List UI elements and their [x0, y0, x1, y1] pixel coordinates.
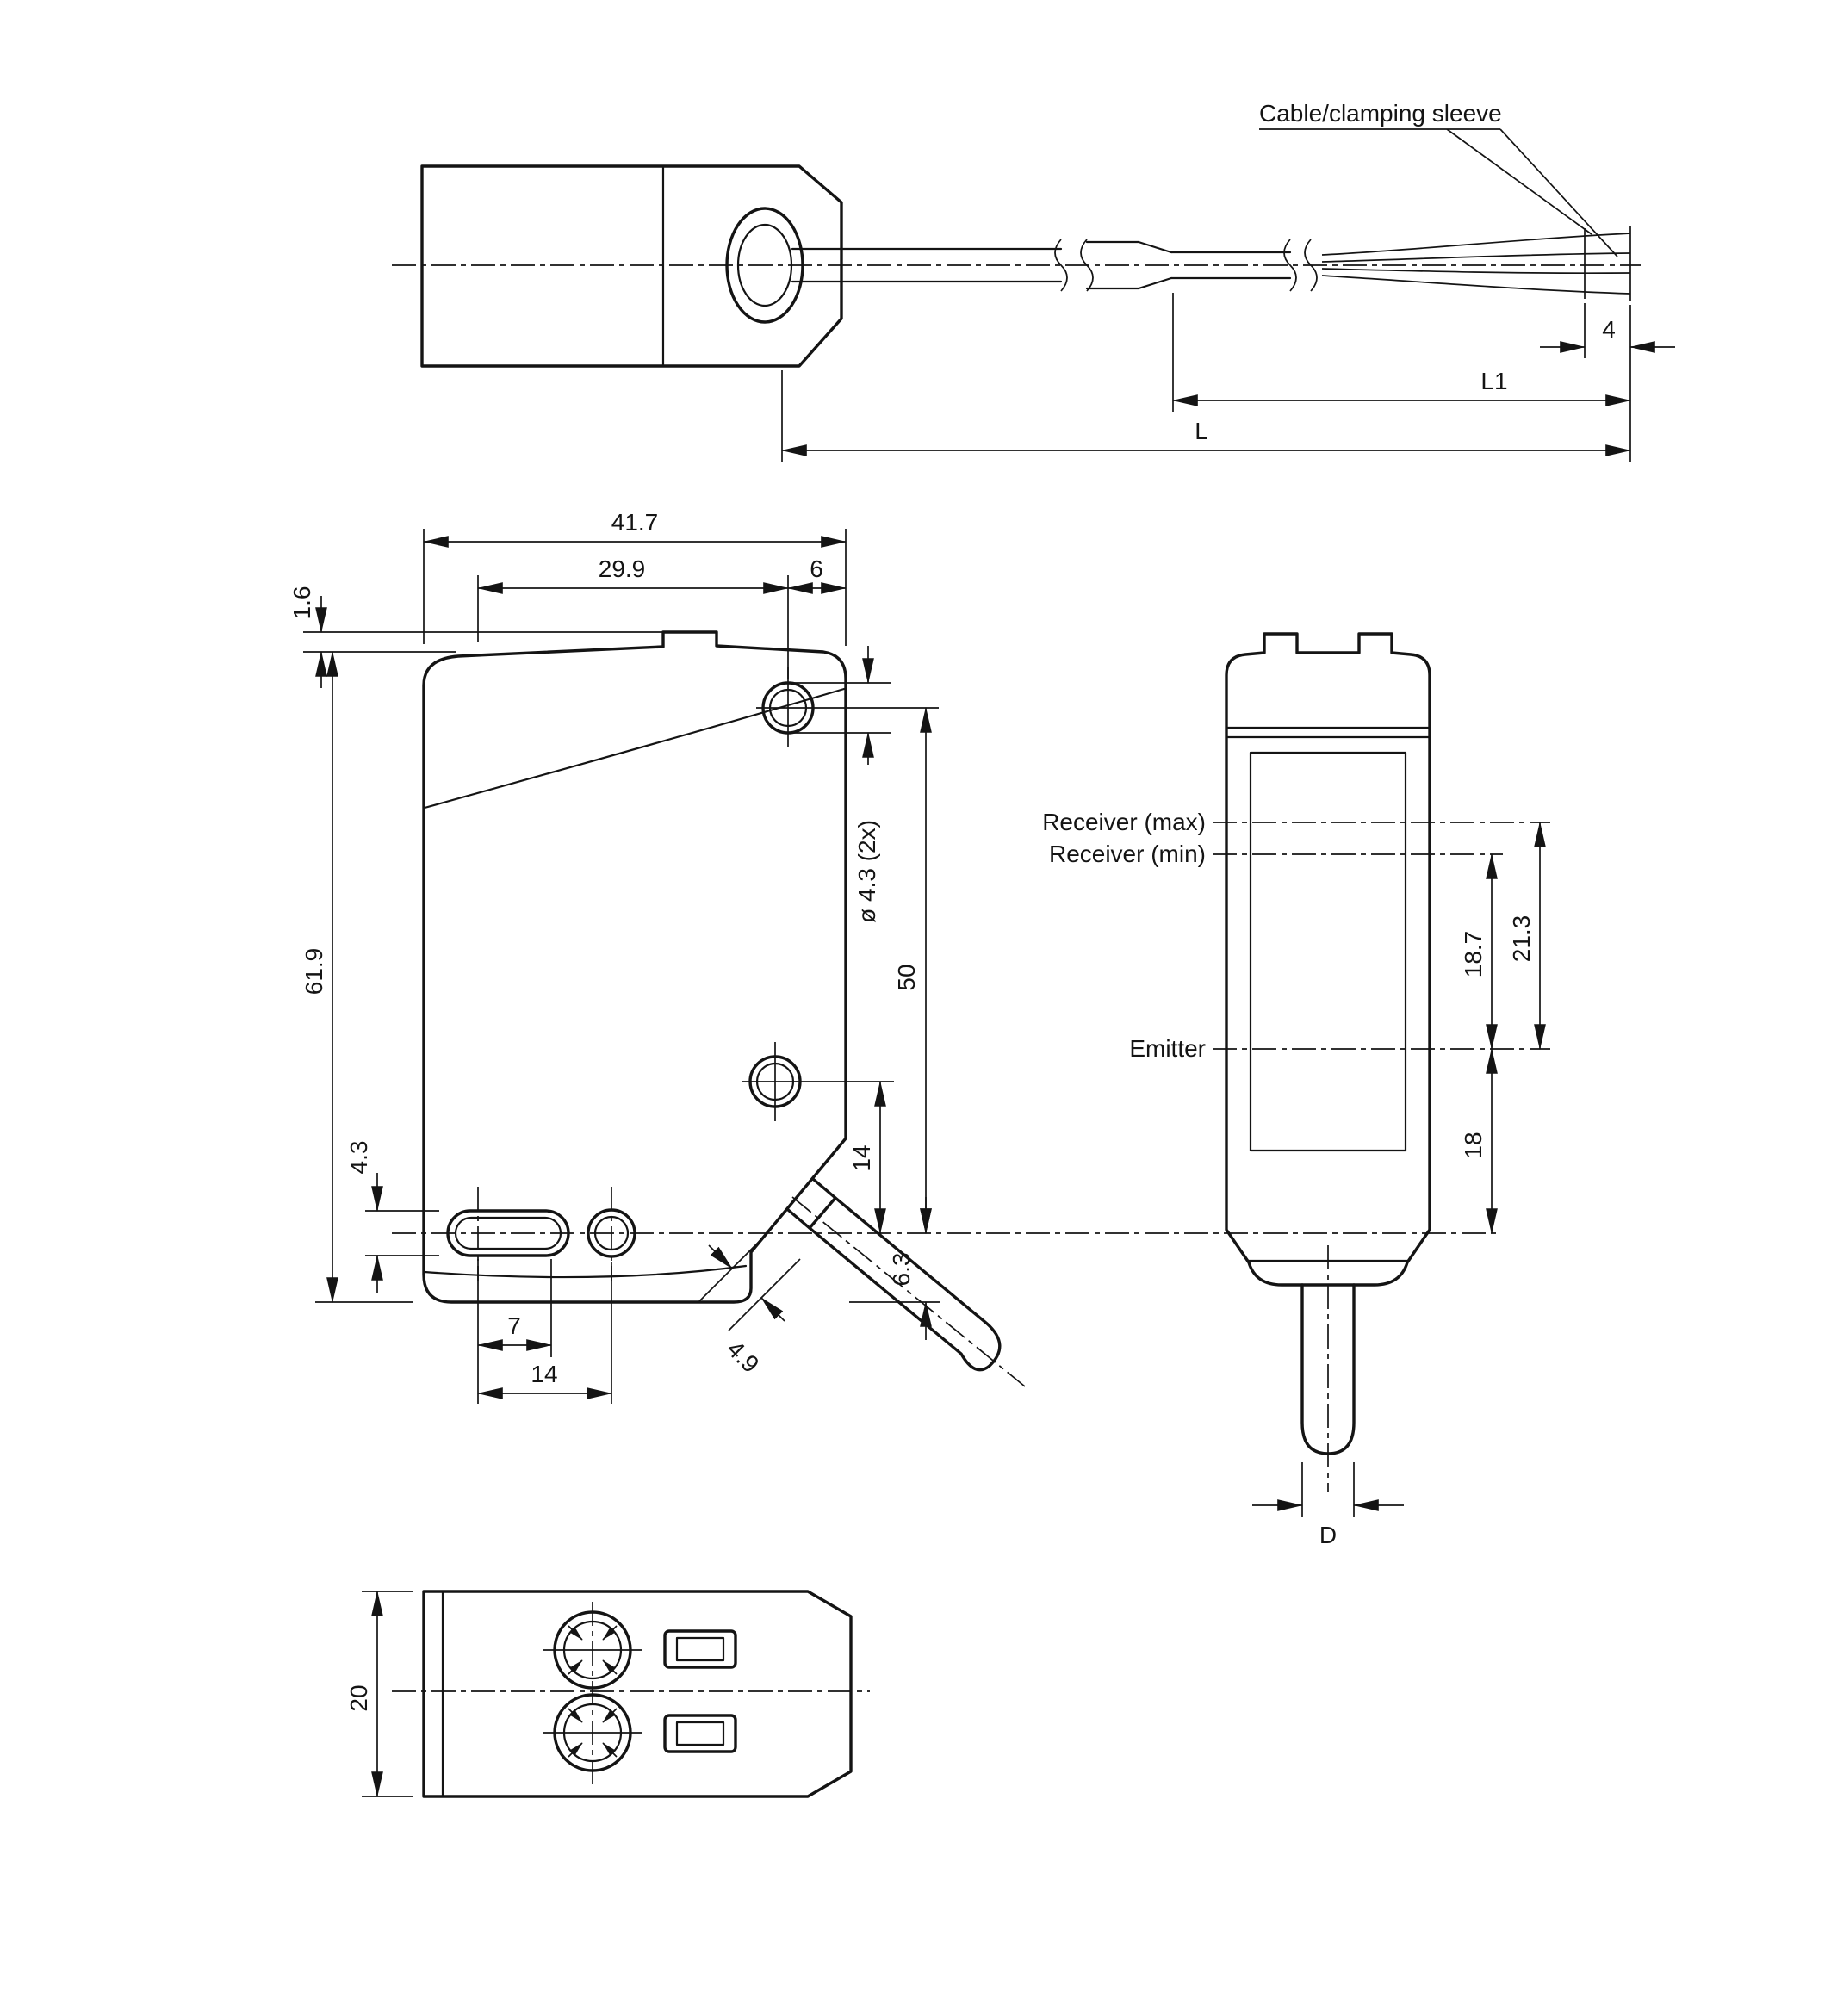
- adjuster-2-knurl-sw: [568, 1742, 583, 1758]
- dim63-label: 6.3: [888, 1253, 915, 1287]
- receiver-max-label: Receiver (max): [1042, 809, 1206, 835]
- cable-segment-2: [1170, 251, 1292, 280]
- dim50-label: 50: [893, 964, 920, 990]
- dim6-label: 6: [810, 555, 823, 582]
- strain-relief-sleeve: [1085, 240, 1173, 290]
- dim14r-label: 14: [848, 1144, 875, 1171]
- dim7-label: 7: [507, 1312, 521, 1339]
- side-window: [1249, 751, 1407, 1152]
- dim619-label: 61.9: [301, 948, 327, 996]
- adjuster-2-knurl-nw: [568, 1708, 583, 1723]
- bottom-body-outline: [422, 1590, 853, 1798]
- dimhole-label: ø 4.3 (2x): [853, 820, 880, 923]
- dimD-label: D: [1319, 1522, 1337, 1548]
- front-cable: [808, 1196, 1002, 1372]
- dim18-label: 18: [1460, 1132, 1487, 1158]
- top-view-body-outline: [420, 164, 843, 368]
- slot-2-inner: [675, 1721, 725, 1746]
- cable-sleeve-label: Cable/clamping sleeve: [1259, 100, 1502, 127]
- dimL-label: L: [1195, 418, 1208, 444]
- front-body-outline: [422, 630, 847, 1304]
- wire-3: [1321, 268, 1631, 275]
- clamping-sleeve-marks: [1584, 226, 1631, 301]
- slot-1-outer: [663, 1629, 737, 1669]
- cable-break-2b: [1304, 239, 1318, 292]
- dim49-arrow-2: [760, 1297, 785, 1322]
- hole-bottom-crosshair: [742, 1042, 894, 1121]
- dimhole-extensions: [792, 682, 891, 734]
- adjuster-2-knurl-se: [602, 1742, 618, 1758]
- cable-break-2a: [1283, 239, 1297, 292]
- indicator-centerlines: [477, 1187, 612, 1281]
- bottom-view: 20: [345, 1590, 870, 1798]
- dim299-label: 29.9: [599, 555, 646, 582]
- cable-gland-inner: [736, 223, 793, 307]
- adjuster-1-knurl-ne: [602, 1625, 618, 1641]
- cable-sleeve-leader: [1259, 128, 1618, 257]
- dim43-label: 4.3: [345, 1141, 372, 1175]
- dim417-label: 41.7: [611, 509, 659, 536]
- dim16-label: 1.6: [289, 586, 315, 620]
- adjuster-1-knurl-se: [602, 1659, 618, 1675]
- front-base-edge: [423, 1264, 748, 1279]
- side-body-outline: [1225, 632, 1431, 1287]
- receiver-min-label: Receiver (min): [1049, 841, 1206, 867]
- cable-gland-outer: [725, 207, 804, 324]
- top-view: Cable/clamping sleeve 4 L1 L: [392, 100, 1675, 462]
- dim417-extensions: [423, 529, 847, 646]
- dim213-label: 21.3: [1508, 915, 1535, 963]
- adjuster-1-knurl-sw: [568, 1659, 583, 1675]
- dim20-extensions: [362, 1591, 413, 1797]
- dim49-arrow-1: [708, 1244, 733, 1269]
- cable-break-1a: [1054, 239, 1068, 292]
- dim299-extensions: [477, 575, 789, 679]
- wire-4: [1321, 275, 1631, 295]
- wire-2: [1321, 252, 1631, 263]
- wire-1: [1321, 233, 1631, 256]
- side-view: Receiver (max) Receiver (min) Emitter 18…: [1042, 632, 1550, 1548]
- front-cable-centerline: [791, 1196, 1026, 1387]
- cable-break-1b: [1080, 239, 1094, 292]
- adjuster-2-knurl-ne: [602, 1708, 618, 1723]
- dim14b-label: 14: [531, 1361, 557, 1387]
- side-cap-lines: [1225, 726, 1431, 739]
- front-view: 1.6 61.9 41.7 29.9 6 ø 4.3 (2x) 50 14 6.…: [289, 509, 1499, 1404]
- hole-top-crosshair: [756, 667, 939, 747]
- dim4-label: 4: [1602, 316, 1616, 343]
- dim49-extensions: [697, 1231, 801, 1331]
- front-face-edge: [423, 687, 846, 810]
- emitter-label: Emitter: [1129, 1035, 1206, 1062]
- dim49-label: 4.9: [722, 1336, 764, 1378]
- slot-2-outer: [663, 1714, 737, 1753]
- adjuster-1-knurl-nw: [568, 1625, 583, 1641]
- cable-boss: [785, 1177, 837, 1230]
- dimL1-label: L1: [1480, 368, 1507, 394]
- cable-segment-1: [791, 247, 1063, 283]
- dim187-label: 18.7: [1460, 931, 1487, 978]
- dim20-label: 20: [345, 1684, 372, 1711]
- slot-1-inner: [675, 1636, 725, 1662]
